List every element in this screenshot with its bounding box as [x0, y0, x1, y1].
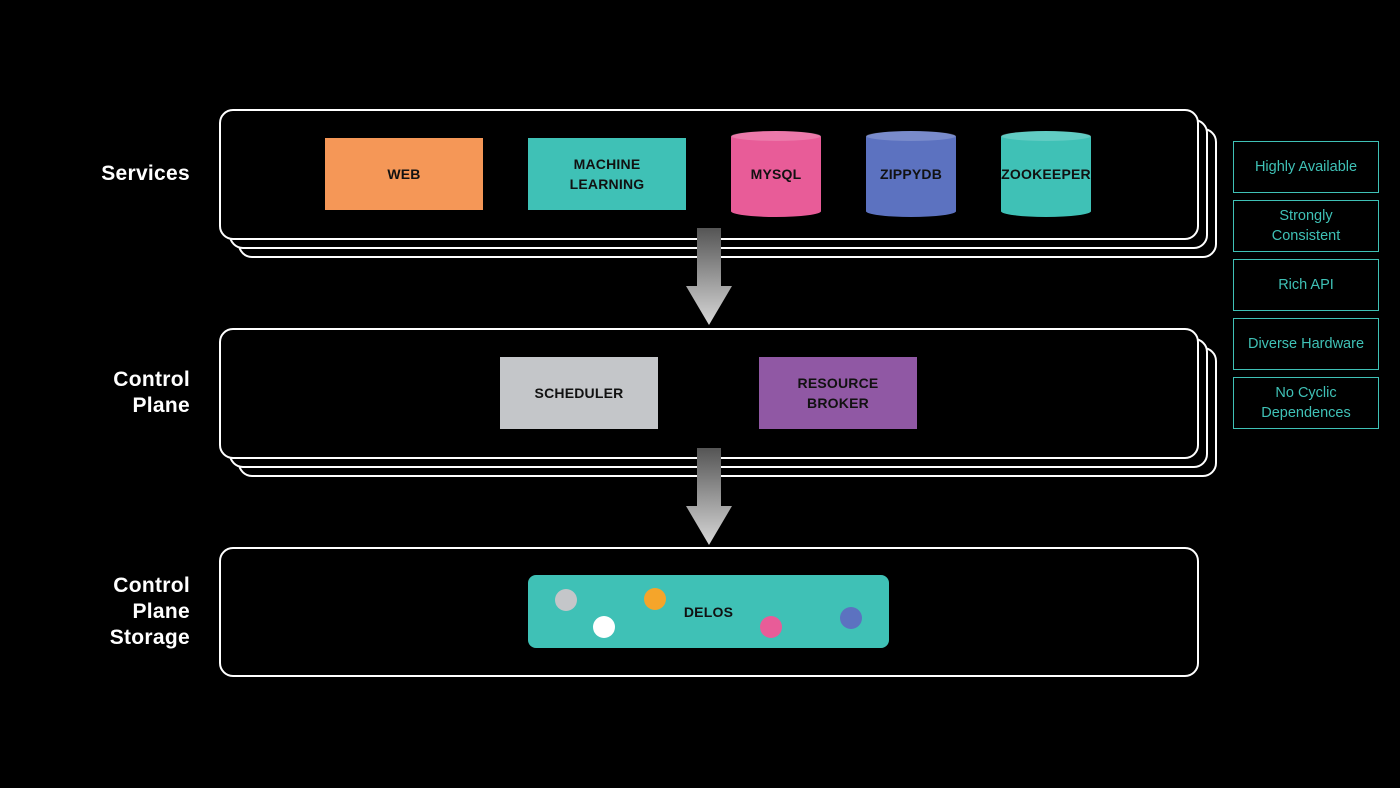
delos-label: DELOS: [683, 603, 734, 620]
down-arrow-control-to-storage: [686, 448, 732, 545]
delos-dot-orange: [644, 588, 666, 610]
delos-dot-blue: [840, 607, 862, 629]
zookeeper-database-cylinder: ZOOKEEPER: [1001, 131, 1091, 217]
property-rich-api: Rich API: [1233, 259, 1379, 311]
property-label: Rich API: [1278, 277, 1334, 293]
machine-learning-service-box: MACHINE LEARNING: [528, 138, 686, 210]
mysql-database-cylinder: MYSQL: [731, 131, 821, 217]
resource-broker-label: RESOURCE BROKER: [797, 375, 879, 411]
zookeeper-label: ZOOKEEPER: [1001, 166, 1091, 182]
property-label: Diverse Hardware: [1247, 336, 1365, 352]
resource-broker-box: RESOURCE BROKER: [759, 357, 917, 429]
property-label: Strongly Consistent: [1271, 208, 1341, 244]
mysql-label: MYSQL: [750, 166, 802, 182]
zippydb-label: ZIPPYDB: [879, 166, 943, 182]
scheduler-label: SCHEDULER: [534, 385, 624, 401]
delos-dot-pink: [760, 616, 782, 638]
zippydb-database-cylinder: ZIPPYDB: [866, 131, 956, 217]
row-label-control-plane: Control Plane: [113, 368, 190, 417]
web-service-label: WEB: [387, 166, 421, 182]
down-arrow-services-to-control: [686, 228, 732, 325]
delos-dot-grey: [555, 589, 577, 611]
property-strongly-consistent: Strongly Consistent: [1233, 200, 1379, 252]
property-no-cyclic-dependences: No Cyclic Dependences: [1233, 377, 1379, 429]
property-label: Highly Available: [1254, 159, 1358, 175]
delos-dot-white: [593, 616, 615, 638]
property-diverse-hardware: Diverse Hardware: [1233, 318, 1379, 370]
row-label-services: Services: [101, 162, 190, 185]
property-label: No Cyclic Dependences: [1261, 385, 1351, 421]
property-highly-available: Highly Available: [1233, 141, 1379, 193]
web-service-box: WEB: [325, 138, 483, 210]
row-label-control-plane-storage: Control Plane Storage: [109, 574, 190, 649]
delos-box: DELOS: [528, 575, 889, 648]
scheduler-box: SCHEDULER: [500, 357, 658, 429]
machine-learning-service-label: MACHINE LEARNING: [569, 156, 645, 192]
control-plane-panel: [219, 328, 1199, 459]
